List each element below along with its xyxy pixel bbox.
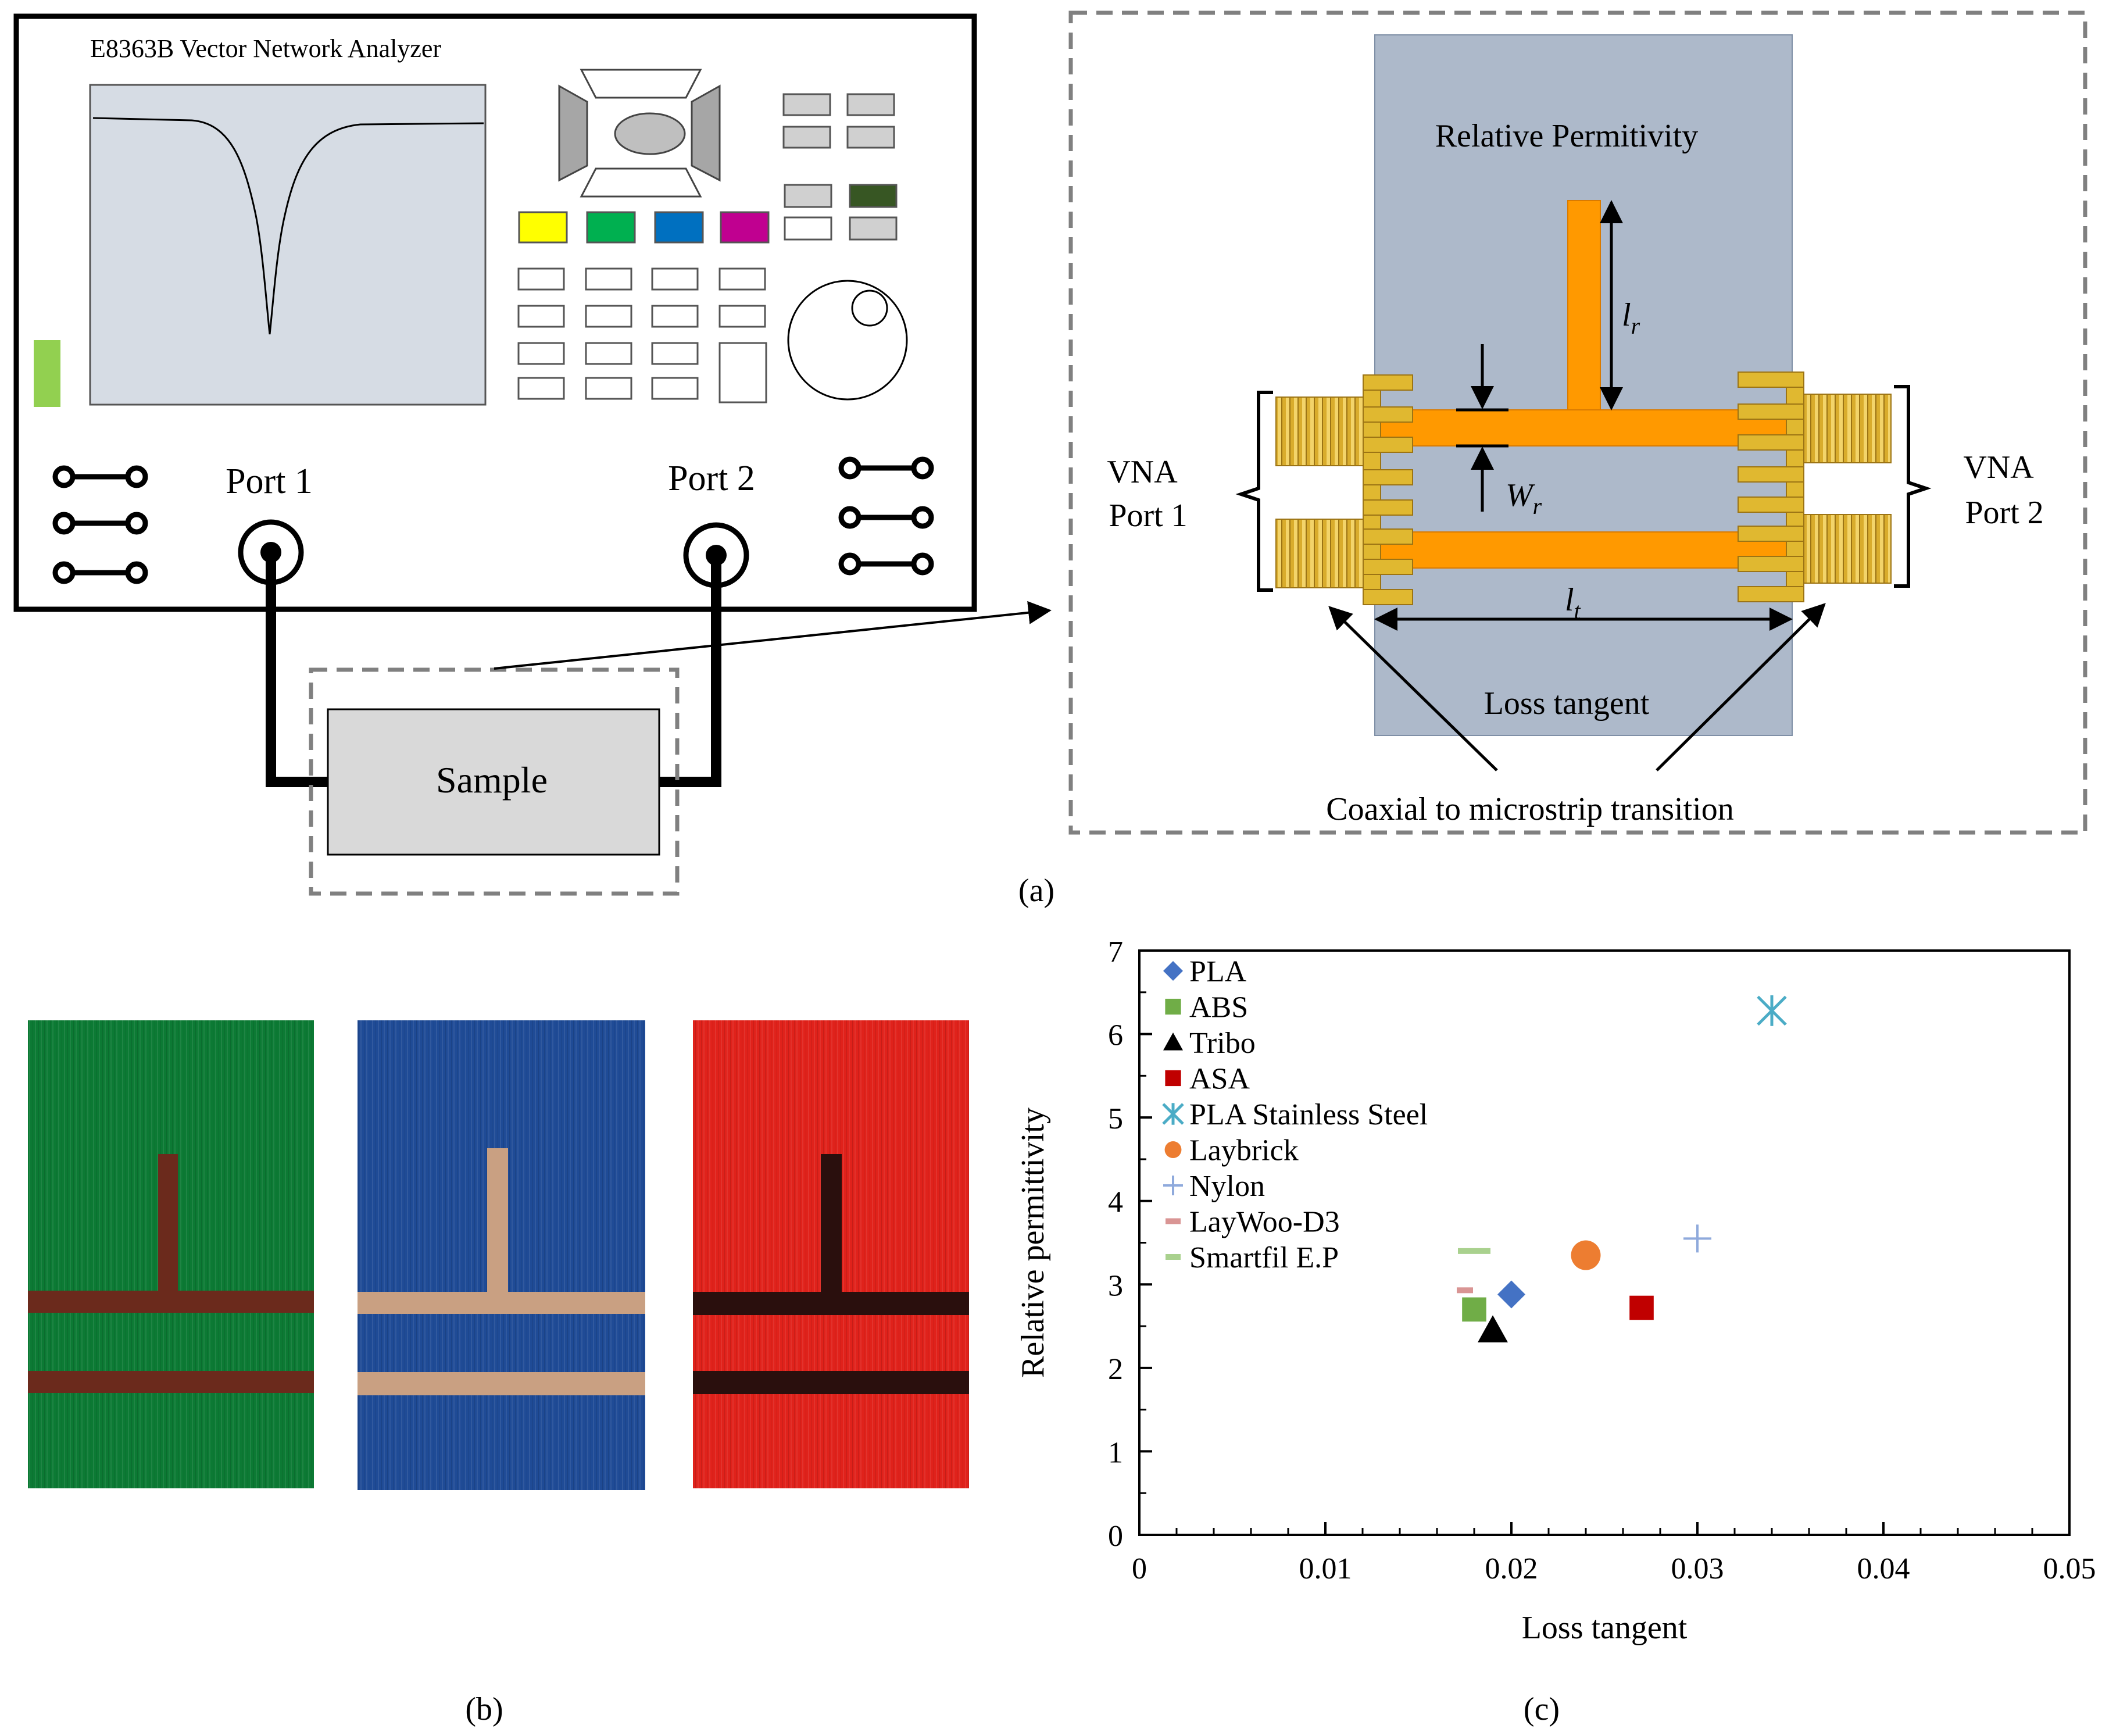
data-point-smartfil-e-p	[1458, 1248, 1490, 1254]
microstrip-lines	[1374, 200, 1793, 569]
y-tick-label: 0	[1108, 1520, 1123, 1553]
vna-port2-line2: Port 2	[1965, 495, 2043, 531]
wr-label: Wr	[1506, 477, 1542, 519]
data-point-pla	[1497, 1280, 1525, 1309]
fixture-detail: Relative Permitivity Loss tangent	[1068, 10, 2087, 835]
chart-points	[1457, 995, 1787, 1343]
wr-dimension	[1456, 344, 1508, 512]
y-axis-label: Relative permittivity	[1015, 1108, 1051, 1378]
x-tick-label: 0.04	[1857, 1552, 1910, 1585]
navigation-pad-icon	[558, 69, 721, 198]
y-tick-label: 3	[1108, 1269, 1123, 1302]
legend-label-pla-stainless-steel: PLA Stainless Steel	[1189, 1098, 1428, 1131]
sample-photos	[28, 1020, 969, 1490]
legend-label-smartfil-e-p: Smartfil E.P	[1189, 1241, 1339, 1274]
data-point-asa	[1629, 1295, 1654, 1320]
data-point-abs	[1462, 1297, 1486, 1322]
relative-permitivity-label: Relative Permitivity	[1435, 118, 1699, 154]
x-tick-label: 0.02	[1485, 1552, 1538, 1585]
sample-label: Sample	[436, 759, 548, 801]
data-point-laywoo-d3	[1457, 1287, 1473, 1294]
y-tick-label: 6	[1108, 1019, 1123, 1052]
legend-label-asa: ASA	[1189, 1063, 1250, 1096]
lr-label: lr	[1622, 297, 1640, 339]
port2-label: Port 2	[668, 459, 755, 498]
sma-connectors-left	[1275, 374, 1413, 605]
brace-right	[1894, 385, 1932, 588]
y-tick-label: 7	[1108, 935, 1123, 969]
data-point-pla-stainless-steel	[1757, 995, 1787, 1026]
y-tick-label: 1	[1108, 1436, 1123, 1469]
photo-blue-sample	[358, 1020, 645, 1490]
lt-label: lt	[1565, 582, 1581, 624]
resonance-dip-trace-icon	[92, 117, 484, 335]
data-point-laybrick	[1571, 1240, 1601, 1270]
soft-keys	[782, 93, 898, 241]
test-cables	[266, 550, 721, 787]
legend-marker-laywoo-d3	[1166, 1218, 1181, 1224]
sample-highlight-box	[309, 667, 680, 896]
x-tick-label: 0.01	[1299, 1552, 1352, 1585]
legend-marker-pla-stainless-steel	[1162, 1103, 1184, 1125]
transition-arrow-left	[1328, 606, 1498, 771]
caption-c: (c)	[1524, 1691, 1560, 1727]
x-tick-label: 0.05	[2043, 1552, 2096, 1585]
y-tick-label: 2	[1108, 1353, 1123, 1386]
loss-tangent-label: Loss tangent	[1484, 685, 1650, 721]
vna-title: E8363B Vector Network Analyzer	[90, 34, 441, 63]
port-jumpers	[52, 456, 934, 584]
photo-green-sample	[28, 1020, 314, 1488]
legend-label-laybrick: Laybrick	[1189, 1134, 1299, 1167]
x-axis-label: Loss tangent	[1522, 1610, 1688, 1646]
x-tick-label: 0	[1132, 1552, 1147, 1585]
y-tick-label: 5	[1108, 1102, 1123, 1135]
status-led	[34, 340, 60, 407]
vna-screen	[89, 84, 487, 406]
vna-port1-line1: VNA	[1107, 454, 1178, 490]
transition-label: Coaxial to microstrip transition	[1326, 791, 1733, 827]
legend-label-pla: PLA	[1189, 955, 1247, 988]
legend-marker-abs	[1165, 998, 1181, 1015]
chart-axes	[1138, 949, 2071, 1536]
data-point-tribo	[1478, 1315, 1508, 1343]
zoom-pointer-arrow	[494, 601, 1052, 670]
fixture-frame	[1068, 10, 2087, 835]
port1-label: Port 1	[226, 462, 313, 501]
rotary-knob-icon	[787, 280, 908, 401]
legend-label-tribo: Tribo	[1189, 1027, 1256, 1060]
keypad	[517, 267, 767, 403]
vna-port2-line1: VNA	[1963, 449, 2034, 485]
y-tick-label: 4	[1108, 1186, 1123, 1219]
legend-label-nylon: Nylon	[1189, 1170, 1265, 1203]
legend-label-laywoo-d3: LayWoo-D3	[1189, 1206, 1340, 1239]
scatter-chart: 0 1 2 3 4 5 6 7 0 0.01 0.02 0.03 0.04 0.05 PLAABSTrib…	[1015, 935, 2096, 1646]
data-point-nylon	[1683, 1224, 1711, 1253]
channel-keys	[518, 211, 770, 244]
sma-connectors-right	[1738, 372, 1892, 602]
legend-marker-nylon	[1163, 1176, 1183, 1195]
legend-marker-asa	[1165, 1070, 1181, 1087]
photo-red-sample	[693, 1020, 969, 1488]
x-tick-label: 0.03	[1671, 1552, 1724, 1585]
brace-left	[1235, 391, 1273, 592]
vna-instrument: E8363B Vector Network Analyzer	[13, 13, 977, 612]
legend-marker-smartfil-e-p	[1166, 1254, 1181, 1260]
vna-port1-line2: Port 1	[1109, 498, 1187, 534]
caption-a: (a)	[1018, 873, 1054, 909]
caption-b: (b)	[465, 1691, 503, 1727]
sample-box	[327, 708, 660, 856]
legend-marker-laybrick	[1164, 1141, 1182, 1158]
legend-marker-pla	[1163, 961, 1183, 981]
chart-tick-labels: 0 1 2 3 4 5 6 7 0 0.01 0.02 0.03 0.04 0.05	[1108, 935, 2096, 1585]
legend-label-abs: ABS	[1189, 991, 1248, 1024]
transition-arrow-right	[1656, 603, 1826, 771]
legend-marker-tribo	[1163, 1033, 1183, 1051]
